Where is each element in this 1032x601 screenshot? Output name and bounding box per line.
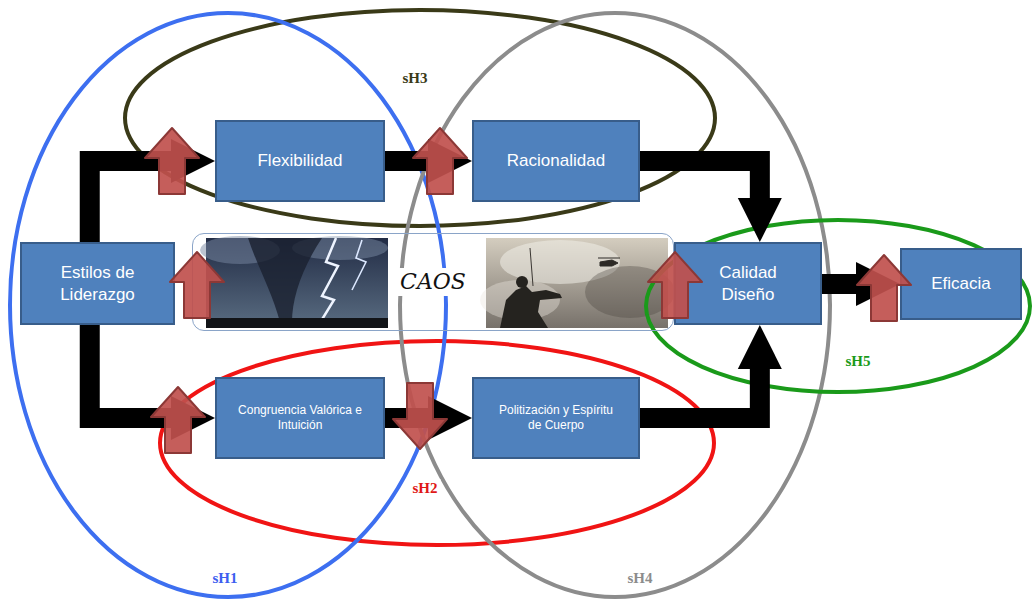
process-box: Politización y Espíritu de Cuerpo <box>472 377 640 459</box>
flow-arrow <box>90 325 171 418</box>
process-box: Congruencia Valórica e Intuición <box>215 377 385 459</box>
hypothesis-label: sH2 <box>409 479 440 497</box>
hypothesis-label: sH5 <box>842 352 873 370</box>
box-label: Flexibilidad <box>257 150 342 171</box>
process-box: Calidad Diseño <box>674 242 822 325</box>
storm-picture <box>200 236 388 328</box>
helicopter <box>598 258 620 266</box>
increase-arrow <box>648 252 702 318</box>
hypothesis-label: sH3 <box>399 69 430 87</box>
process-box: Racionalidad <box>472 120 640 202</box>
decrease-arrow <box>393 383 447 449</box>
region-outline <box>160 341 714 545</box>
box-label: Estilos de Liderazgo <box>38 262 158 305</box>
increase-arrow <box>170 252 224 318</box>
increase-arrow <box>857 255 911 321</box>
flow-arrow <box>822 274 856 294</box>
storm-ground <box>206 318 388 328</box>
region-outline <box>646 220 1030 392</box>
hypothesis-label: sH1 <box>209 569 240 587</box>
box-label: Eficacia <box>931 273 991 294</box>
region-outline <box>125 10 715 226</box>
soldier-silhouette <box>500 286 562 328</box>
box-label: Politización y Espíritu de Cuerpo <box>496 403 616 433</box>
process-box: Flexibilidad <box>215 120 385 202</box>
box-label: Calidad Diseño <box>703 262 793 305</box>
lightning-bolt <box>352 240 366 290</box>
hypothesis-regions <box>10 10 1030 597</box>
lightning-bolt <box>318 238 338 326</box>
panel-caption: CAOS <box>396 268 470 296</box>
hypothesis-label: sH4 <box>624 569 655 587</box>
tornado-funnel <box>248 238 322 322</box>
region-outline <box>10 13 446 597</box>
flow-arrow <box>640 161 760 198</box>
increase-arrow <box>145 128 199 194</box>
antenna <box>530 248 533 286</box>
box-label: Racionalidad <box>507 150 605 171</box>
soldier-head <box>516 276 528 288</box>
process-box: Eficacia <box>900 248 1022 320</box>
image-panel: CAOS <box>192 233 674 331</box>
increase-arrow <box>151 387 205 453</box>
box-label: Congruencia Valórica e Intuición <box>233 403 368 433</box>
flow-arrow <box>640 369 760 418</box>
process-box: Estilos de Liderazgo <box>20 242 175 325</box>
region-outline <box>400 13 830 597</box>
increase-arrow <box>413 128 467 194</box>
